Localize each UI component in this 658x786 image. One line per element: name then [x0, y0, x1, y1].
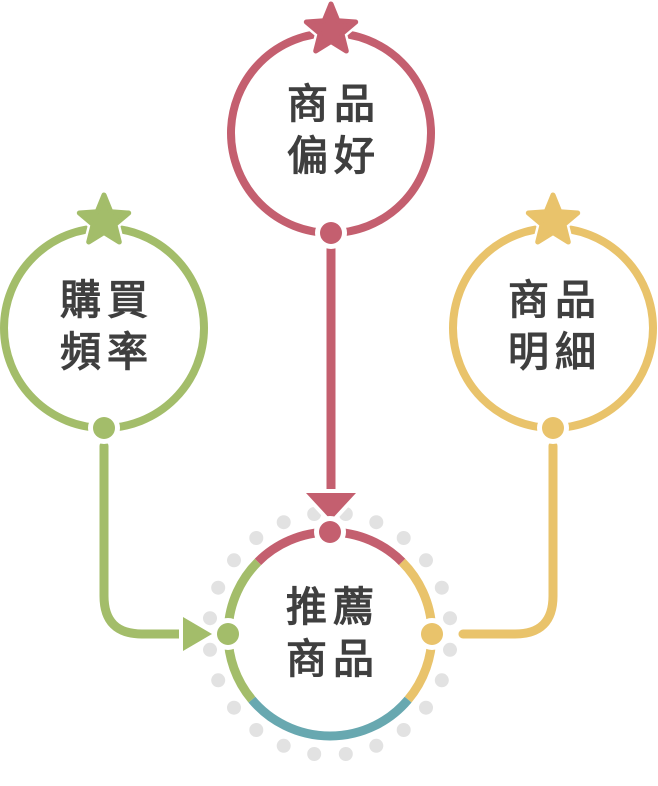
center-disc: [232, 536, 428, 732]
ring-dot: [203, 611, 217, 626]
ring-dot: [338, 747, 353, 761]
ring-dot: [419, 700, 433, 715]
node-circle-recommended-products: [223, 527, 437, 741]
anchor-dot-center-top: [314, 516, 346, 548]
ring-dot: [396, 723, 411, 737]
ring-dot: [203, 642, 217, 657]
arrowhead-down-icon: [302, 489, 360, 524]
arrowhead-right-icon: [179, 613, 216, 655]
ring-dot: [227, 700, 241, 715]
ring-dot: [276, 738, 291, 753]
connector-right-to-center: [458, 435, 562, 643]
dot: [217, 623, 239, 645]
ring-dot: [227, 553, 241, 568]
ring-dot: [276, 515, 291, 530]
anchor-dot-left-node: [88, 412, 120, 444]
connector-top-to-center: [302, 239, 360, 524]
ring-dot: [211, 580, 226, 595]
ring-dot: [369, 738, 384, 753]
anchor-dot-center-right: [416, 618, 448, 650]
dot: [93, 417, 115, 439]
star-icon: [79, 195, 128, 242]
connector-line: [458, 441, 558, 639]
ring-dot: [443, 611, 457, 626]
ring-dot: [419, 553, 433, 568]
dot: [319, 521, 341, 543]
ring-dot: [396, 531, 411, 545]
dot: [320, 222, 342, 244]
ring-dot: [249, 531, 264, 545]
ring-dot: [369, 515, 384, 530]
ring-dot: [249, 723, 264, 737]
ring-dot: [443, 642, 457, 657]
dot: [542, 417, 564, 439]
star-icon: [306, 4, 355, 51]
node-circle-product-preference: [227, 29, 435, 237]
ring-dot: [307, 747, 322, 761]
ring-dot: [434, 580, 449, 595]
ring-dot: [434, 673, 449, 688]
connector-left-to-center: [95, 435, 216, 655]
ring-dot: [211, 673, 226, 688]
connector-casing: [95, 435, 189, 643]
star-icon: [528, 195, 577, 242]
dot: [421, 623, 443, 645]
anchor-dot-top-node: [315, 217, 347, 249]
node-circle-purchase-frequency: [0, 224, 208, 432]
node-circle-product-detail: [449, 224, 657, 432]
connector-casing: [459, 435, 562, 643]
connector-line: [99, 441, 189, 639]
center-border-bottom: [248, 696, 412, 741]
anchor-dot-center-left: [212, 618, 244, 650]
anchor-dot-right-node: [537, 412, 569, 444]
